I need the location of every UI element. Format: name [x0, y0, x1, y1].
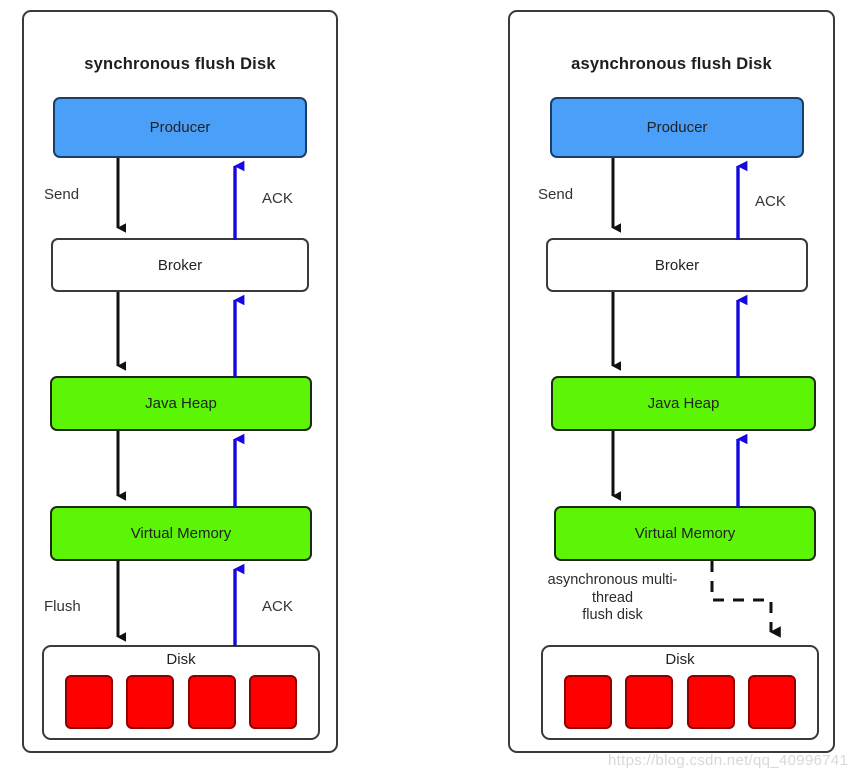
node-producer-synchronous[interactable]: Producer: [53, 97, 307, 158]
node-label: Java Heap: [145, 395, 217, 412]
disk-block: [625, 675, 674, 729]
disk-container-synchronous: Disk: [42, 645, 320, 740]
node-java-heap-asynchronous[interactable]: Java Heap: [551, 376, 816, 431]
async-flush-note-line-2: thread: [591, 589, 634, 606]
async-flush-note-line-3: flush disk: [582, 607, 643, 624]
panel-title-asynchronous: asynchronous flush Disk: [571, 55, 772, 73]
edge-label-ack-disk-synchronous: ACK: [262, 598, 293, 615]
edge-label-ack-producer-synchronous: ACK: [262, 190, 293, 207]
disk-block: [564, 675, 613, 729]
node-label: Broker: [654, 256, 700, 274]
node-label: Virtual Memory: [130, 525, 232, 542]
node-java-heap-synchronous[interactable]: Java Heap: [50, 376, 312, 431]
node-label: Java Heap: [647, 395, 720, 412]
node-broker-asynchronous[interactable]: Broker: [546, 238, 808, 292]
node-producer-asynchronous[interactable]: Producer: [550, 97, 804, 158]
async-flush-note: asynchronous multi- thread flush disk: [520, 572, 705, 625]
disk-block: [686, 675, 735, 729]
edge-label-send-asynchronous: Send: [538, 186, 574, 203]
edge-label-send-synchronous: Send: [44, 186, 80, 203]
disk-label: Disk: [665, 651, 695, 668]
node-label: Broker: [157, 256, 203, 274]
async-flush-note-line-1: asynchronous multi-: [547, 572, 678, 588]
disk-label: Disk: [166, 651, 196, 668]
disk-block: [65, 675, 114, 729]
panel-title-synchronous: synchronous flush Disk: [84, 55, 276, 73]
node-label: Producer: [646, 119, 708, 136]
node-virtual-memory-asynchronous[interactable]: Virtual Memory: [554, 506, 816, 561]
disk-block: [248, 675, 297, 729]
disk-block: [126, 675, 175, 729]
node-broker-synchronous[interactable]: Broker: [51, 238, 309, 292]
node-label: Producer: [149, 119, 211, 136]
disk-block-group: [543, 675, 817, 729]
disk-container-asynchronous: Disk: [541, 645, 819, 740]
node-virtual-memory-synchronous[interactable]: Virtual Memory: [50, 506, 312, 561]
node-label: Virtual Memory: [634, 525, 736, 542]
edge-label-flush-synchronous: Flush: [44, 598, 81, 615]
disk-block: [747, 675, 796, 729]
watermark: https://blog.csdn.net/qq_40996741: [608, 752, 849, 769]
edge-label-ack-producer-asynchronous: ACK: [755, 193, 786, 210]
disk-block-group: [44, 675, 318, 729]
disk-block: [187, 675, 236, 729]
